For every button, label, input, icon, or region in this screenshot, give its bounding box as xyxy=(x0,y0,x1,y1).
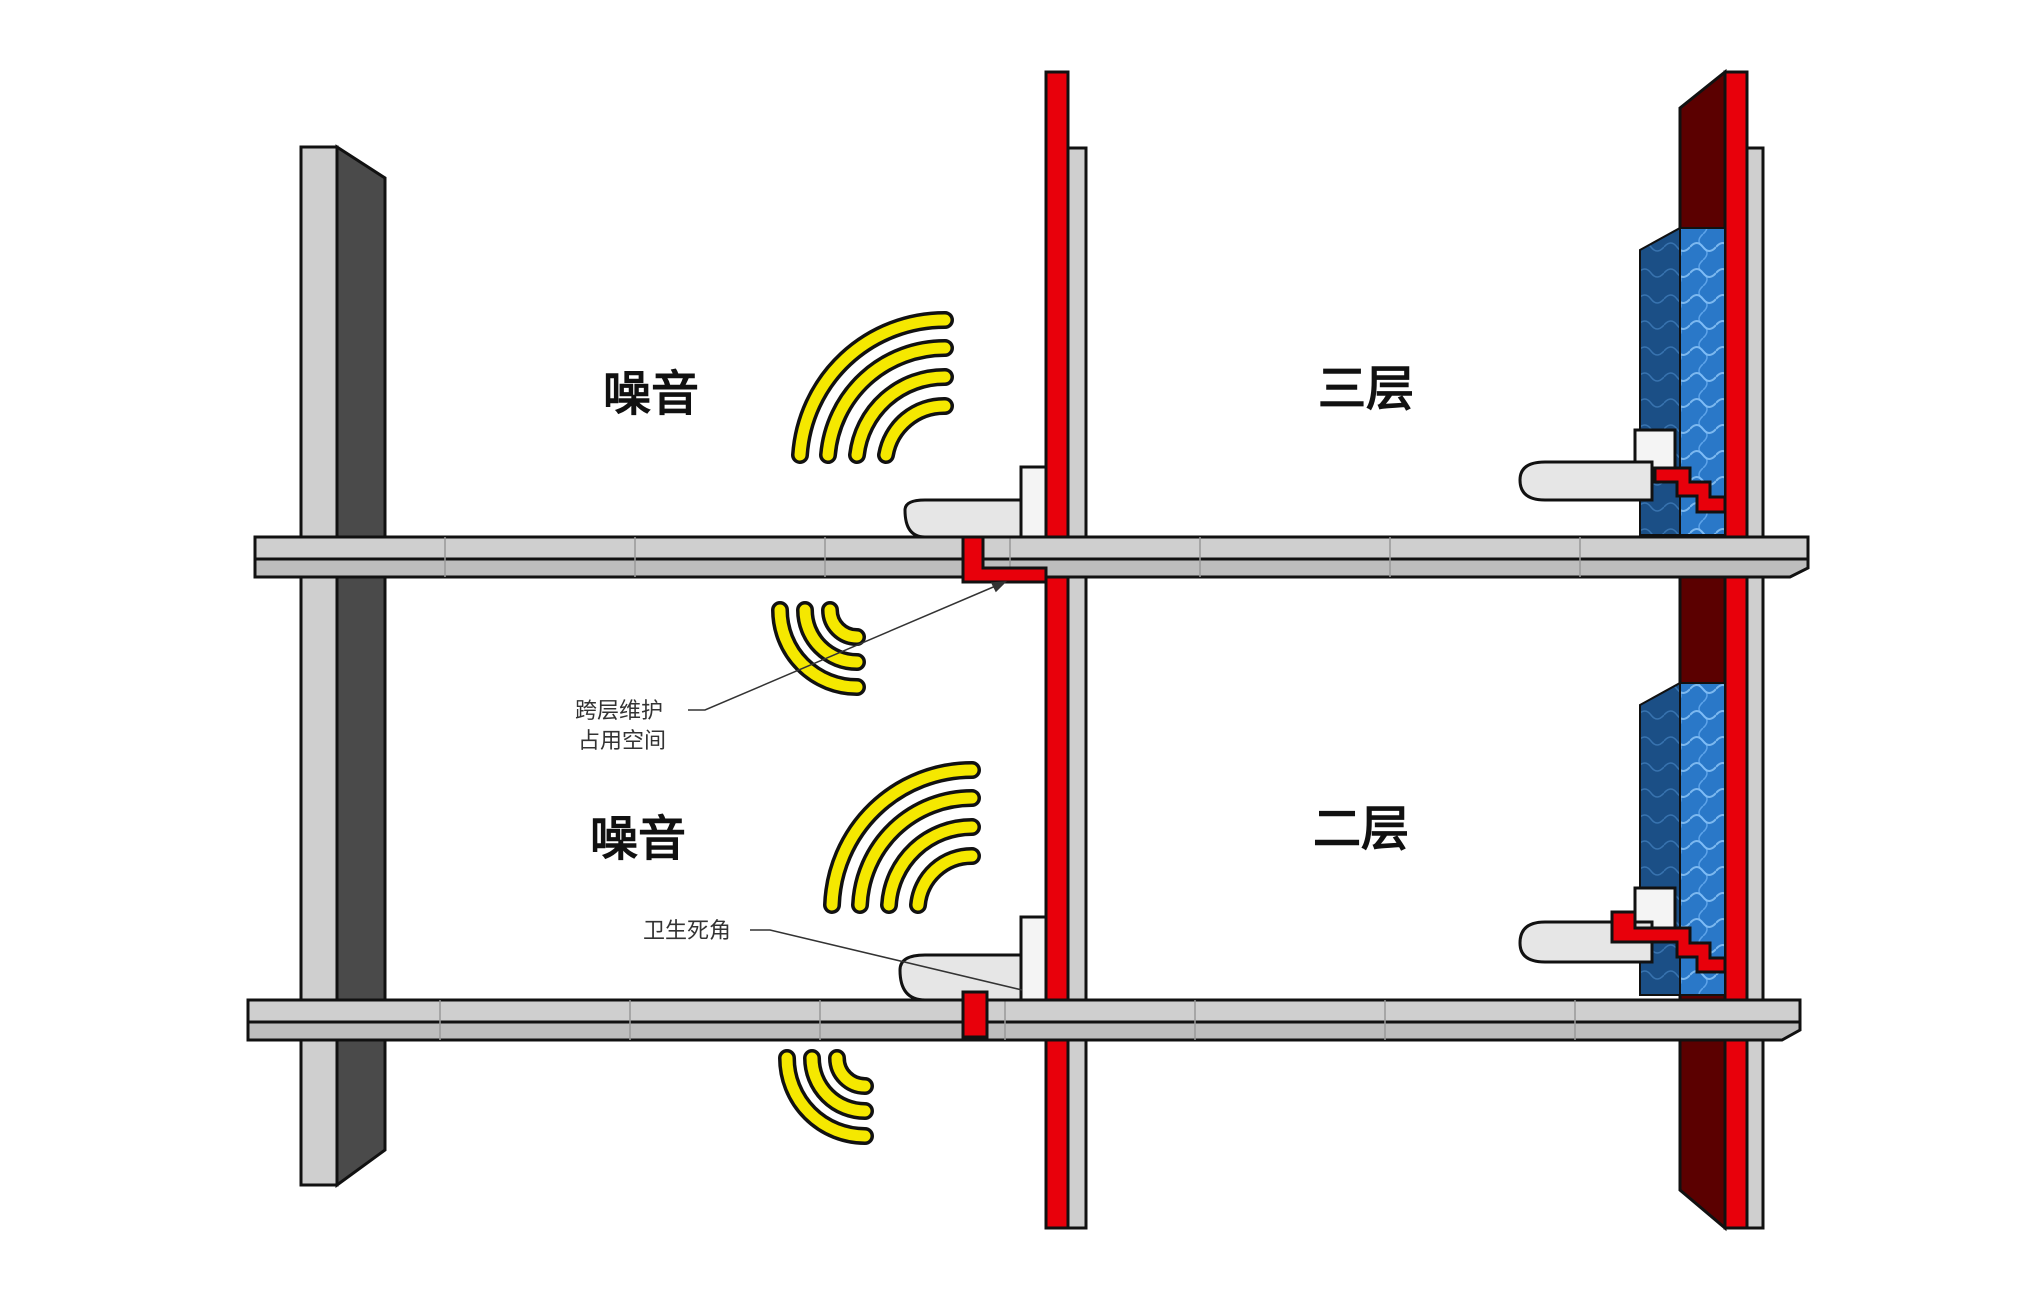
noise-waves-upper-small xyxy=(771,601,866,696)
drain-pipe-left-upper xyxy=(961,535,1048,584)
noise-waves-lower-small xyxy=(778,1049,874,1145)
middle-wall xyxy=(1044,70,1088,1230)
toilet-right-lower xyxy=(1518,886,1727,974)
floor-label-three: 三层 xyxy=(1318,361,1414,417)
drain-pipe-left-lower xyxy=(961,990,989,1039)
floor-label-two: 二层 xyxy=(1313,801,1409,857)
leader-line-dead-corner xyxy=(750,929,1023,991)
noise-label-lower: 噪音 xyxy=(590,811,686,867)
noise-waves-lower-large xyxy=(823,761,981,914)
callout-dead-corner: 卫生死角 xyxy=(643,919,731,944)
toilet-left-upper xyxy=(903,465,1048,539)
floor-slab-lower xyxy=(246,998,1802,1042)
callout-maintenance-line1: 跨层维护 xyxy=(575,699,663,724)
callout-maintenance-line2: 占用空间 xyxy=(578,729,666,754)
noise-waves-upper-large xyxy=(791,310,954,464)
toilet-right-upper xyxy=(1518,428,1727,514)
toilet-left-lower xyxy=(898,915,1048,1002)
noise-label-upper: 噪音 xyxy=(603,366,699,422)
leader-line-maintenance xyxy=(688,581,1007,711)
